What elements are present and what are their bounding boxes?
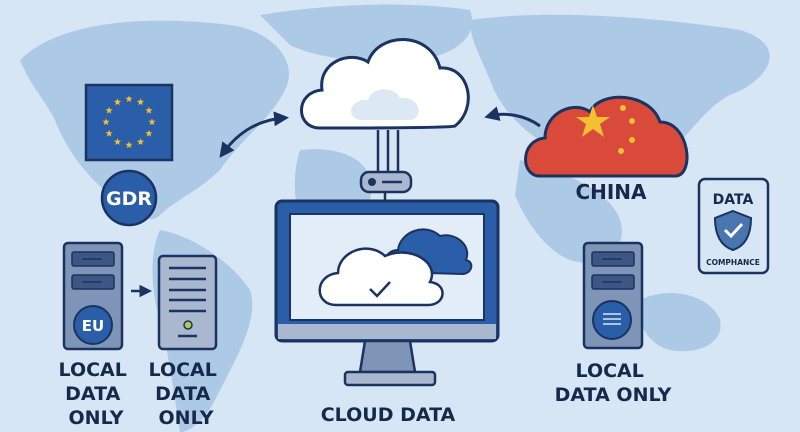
- compliance-title: DATA: [713, 192, 754, 208]
- eu-label-line3: ONLY: [69, 407, 124, 429]
- eu-star-icon: [105, 106, 113, 114]
- svg-text:LOCAL DATA ONLY: LOCAL DATA ONLY: [555, 360, 672, 406]
- eu-label-line2: DATA: [65, 383, 120, 405]
- eu-label-line1: LOCAL: [59, 359, 127, 381]
- china-flag-cloud: [524, 95, 689, 178]
- right-label-line2: DATA ONLY: [555, 384, 672, 406]
- china-local-server: [582, 241, 644, 350]
- eu-star-icon: [136, 98, 145, 106]
- cloud-data-label: CLOUD DATA: [321, 404, 456, 426]
- svg-text:LOCAL DATA ONLY: LOCAL DATA ONLY: [149, 359, 224, 429]
- local-label-line1: LOCAL: [149, 359, 217, 381]
- right-label-line1: LOCAL: [576, 360, 644, 382]
- local-label-line2: DATA: [155, 383, 210, 405]
- eu-star-icon: [148, 118, 156, 126]
- eu-star-icon: [113, 138, 122, 145]
- compliance-subtitle: COMPHANCE: [706, 258, 760, 267]
- eu-star-icon: [125, 141, 133, 149]
- central-cloud-icon: [300, 38, 470, 130]
- cloud-connector: [376, 130, 400, 202]
- eu-star-icon: [113, 98, 122, 106]
- local-label-line3: ONLY: [159, 407, 214, 429]
- eu-star-icon: [145, 106, 153, 114]
- check-icon: [369, 281, 391, 298]
- eu-star-icon: [102, 118, 110, 126]
- eu-server-badge: EU: [82, 317, 104, 335]
- eu-cloud-arrow: [219, 111, 289, 158]
- eu-star-icon: [136, 138, 145, 145]
- network-hub: [359, 170, 413, 194]
- eu-star-icon: [105, 129, 113, 137]
- eu-star-icon: [125, 95, 133, 103]
- gdr-badge: GDR: [100, 169, 158, 227]
- gdr-label: GDR: [106, 188, 152, 210]
- china-cloud-arrow: [484, 106, 541, 128]
- data-compliance-badge: DATA COMPHANCE: [697, 177, 770, 275]
- eu-flag: [84, 83, 174, 162]
- china-label: CHINA: [575, 180, 647, 204]
- monitor: [274, 199, 500, 387]
- eu-server: EU: [62, 241, 124, 351]
- eu-star-icon: [145, 129, 153, 137]
- shield-icon: [713, 209, 753, 252]
- local-server: [157, 254, 218, 351]
- svg-text:LOCAL DATA ONLY: LOCAL DATA ONLY: [59, 359, 134, 429]
